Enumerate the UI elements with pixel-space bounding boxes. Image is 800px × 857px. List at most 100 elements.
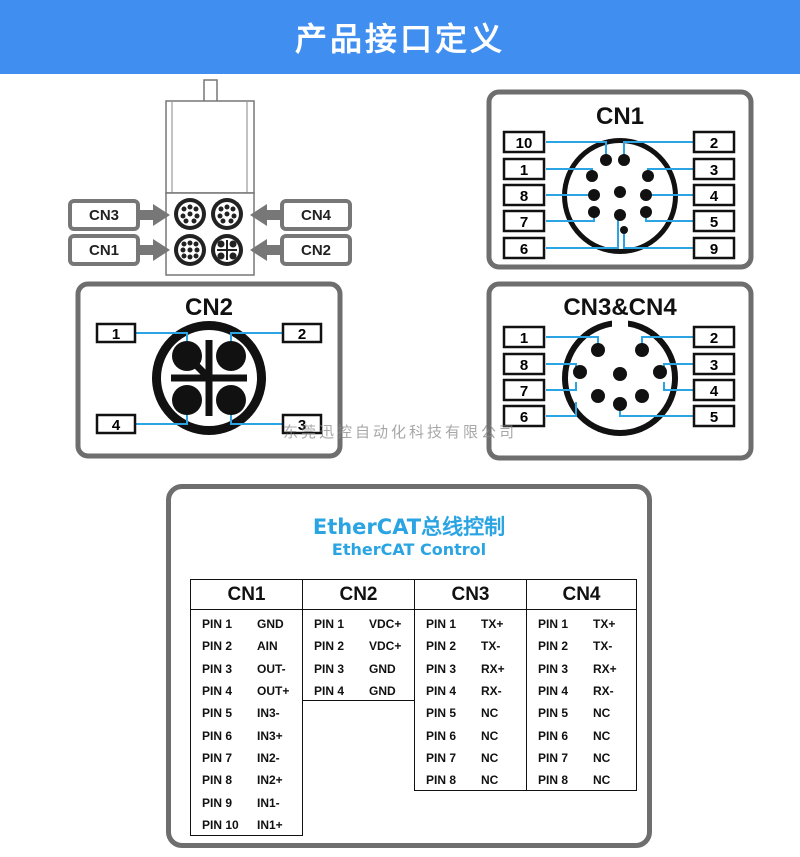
signal-cell: TX-	[593, 639, 613, 654]
pin-cell: PIN 1	[202, 617, 233, 632]
cn34-wires	[546, 336, 694, 417]
signal-cell: NC	[481, 773, 499, 788]
table-row: PIN 7 NC	[415, 747, 526, 769]
pin-cell: PIN 2	[426, 639, 457, 654]
signal-cell: GND	[257, 617, 284, 632]
page-title: 产品接口定义	[294, 20, 505, 58]
pin-cell: PIN 3	[314, 661, 345, 676]
mini-connector-cn1	[174, 234, 206, 266]
cn2-pin-label: 4	[112, 417, 121, 434]
cn1-pin-label: 2	[710, 135, 718, 152]
cn34-pins	[573, 343, 667, 411]
table-row: PIN 7 IN2-	[191, 747, 302, 769]
pin-cell: PIN 4	[426, 684, 457, 699]
signal-cell: RX+	[593, 661, 617, 676]
table-header: CN3	[415, 580, 526, 610]
cn1-pin-label: 7	[520, 214, 528, 231]
table-row: PIN 2 VDC+	[303, 635, 414, 657]
pin-cell: PIN 5	[426, 706, 457, 721]
pin-cell: PIN 3	[426, 661, 457, 676]
cn2-pin-label: 1	[112, 326, 120, 343]
cn34-panel: CN3&CN4 1 8 7 6	[486, 281, 754, 461]
table-row: PIN 1 GND	[191, 613, 302, 635]
cn1-pin-label: 5	[710, 214, 718, 231]
table-row: PIN 3 RX+	[527, 658, 636, 680]
pin-cell: PIN 4	[538, 684, 569, 699]
signal-cell: IN3-	[257, 706, 280, 721]
pin-cell: PIN 1	[538, 617, 569, 632]
motor-label-cn3-text: CN3	[89, 207, 119, 224]
signal-cell: GND	[369, 661, 396, 676]
motor-label-cn1-text: CN1	[89, 242, 119, 259]
pin-cell: PIN 7	[202, 750, 233, 765]
cn34-pin-label: 6	[520, 409, 528, 426]
motor-label-cn2-text: CN2	[301, 242, 331, 259]
mini-connector-cn4	[211, 198, 243, 230]
table-header: CN2	[303, 580, 414, 610]
table-row: PIN 1 TX+	[527, 613, 636, 635]
pin-cell: PIN 3	[538, 661, 569, 676]
signal-cell: IN2-	[257, 750, 280, 765]
signal-cell: VDC+	[369, 639, 402, 654]
signal-cell: IN1+	[257, 817, 283, 832]
cn1-pin-label: 10	[516, 135, 533, 152]
cn34-title: CN3&CN4	[563, 294, 677, 321]
cn1-right-labels: 2 3 4 5 9	[692, 130, 736, 260]
motor-shaft	[203, 79, 218, 103]
signal-cell: IN2+	[257, 773, 283, 788]
cn1-left-labels: 10 1 8 7 6	[502, 130, 546, 260]
control-title-en: EtherCAT Control	[331, 540, 487, 559]
mini-connector-cn3	[174, 198, 206, 230]
motor-body	[165, 100, 255, 194]
signal-cell: OUT+	[257, 684, 290, 699]
table-header: CN4	[527, 580, 636, 610]
pin-cell: PIN 2	[538, 639, 569, 654]
table-row: PIN 2 TX-	[527, 635, 636, 657]
cn2-labels: 1 2 4 3	[95, 322, 323, 435]
table-row: PIN 2 TX-	[415, 635, 526, 657]
cn1-pin-label: 1	[520, 162, 528, 179]
cn2-pin-label: 2	[298, 326, 306, 343]
control-title-zh: EtherCAT总线控制	[312, 515, 506, 539]
watermark-text: 东莞迅控自动化科技有限公司	[283, 423, 517, 441]
cn1-pin-label: 9	[710, 241, 718, 258]
motor-label-cn2: CN2	[280, 234, 352, 266]
signal-cell: AIN	[257, 639, 278, 654]
cn1-pin-label: 6	[520, 241, 528, 258]
table-row: PIN 5 NC	[415, 702, 526, 724]
signal-cell: NC	[593, 706, 611, 721]
signal-cell: NC	[481, 706, 499, 721]
signal-cell: TX+	[481, 617, 504, 632]
pin-cell: PIN 2	[314, 639, 345, 654]
signal-cell: NC	[481, 750, 499, 765]
cn34-pin-label: 3	[710, 357, 718, 374]
cn1-pins	[586, 154, 654, 234]
signal-cell: VDC+	[369, 617, 402, 632]
signal-cell: OUT-	[257, 661, 286, 676]
signal-cell: IN3+	[257, 728, 283, 743]
table-row: PIN 5 NC	[527, 702, 636, 724]
cn2-pin-label: 3	[298, 417, 306, 434]
pin-cell: PIN 7	[426, 750, 457, 765]
cn34-pin-label: 2	[710, 330, 718, 347]
signal-cell: TX-	[481, 639, 501, 654]
pin-cell: PIN 1	[426, 617, 457, 632]
pin-cell: PIN 5	[538, 706, 569, 721]
cn2-wires	[136, 332, 282, 425]
table-row: PIN 3 GND	[303, 658, 414, 680]
table-header: CN1	[191, 580, 302, 610]
signal-cell: TX+	[593, 617, 616, 632]
